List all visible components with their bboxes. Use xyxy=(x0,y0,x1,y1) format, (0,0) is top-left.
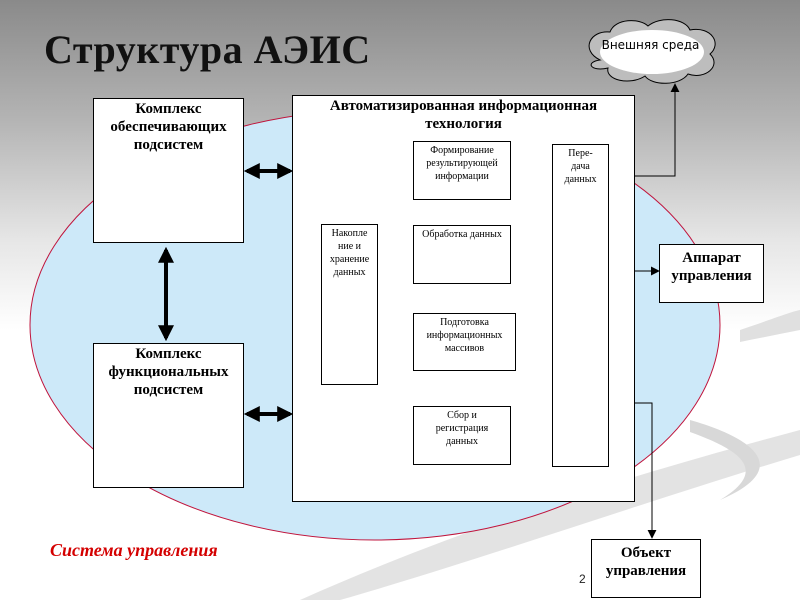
result-forming-label: Формирование результирующей информации xyxy=(426,145,498,182)
processing-label: Обработка данных xyxy=(422,229,502,240)
page-title: Структура АЭИС xyxy=(44,27,371,72)
control-system-caption: Система управления xyxy=(50,540,218,560)
preparation-label: Подготовка информационных массивов xyxy=(426,317,503,354)
transfer-block: Пере- дача данных xyxy=(552,144,609,467)
functional-subsystems-label: Комплекс функциональных подсистем xyxy=(108,346,229,398)
functional-subsystems-block: Комплекс функциональных подсистем xyxy=(93,343,244,488)
storage-block: Накопле ние и хранение данных xyxy=(321,224,378,385)
processing-block: Обработка данных xyxy=(413,225,511,284)
support-subsystems-label: Комплекс обеспечивающих подсистем xyxy=(110,101,227,153)
decorative-swoosh xyxy=(690,420,760,500)
collection-block: Сбор и регистрация данных xyxy=(413,406,511,465)
control-apparatus-label: Аппарат управления xyxy=(671,250,752,284)
control-object-block: Объект управления xyxy=(591,539,701,598)
result-forming-block: Формирование результирующей информации xyxy=(413,141,511,200)
transfer-label: Пере- дача данных xyxy=(564,148,597,185)
ait-label: Автоматизированная информационная технол… xyxy=(329,98,598,132)
support-subsystems-block: Комплекс обеспечивающих подсистем xyxy=(93,98,244,243)
control-apparatus-block: Аппарат управления xyxy=(659,244,764,303)
external-environment-label: Внешняя среда xyxy=(601,38,700,52)
page-number: 2 xyxy=(579,572,586,586)
storage-label: Накопле ние и хранение данных xyxy=(329,228,370,278)
cloud-icon xyxy=(588,19,716,84)
decorative-swoosh xyxy=(740,310,800,342)
control-object-label: Объект управления xyxy=(605,545,687,579)
decorative-swoosh xyxy=(300,430,800,600)
preparation-block: Подготовка информационных массивов xyxy=(413,313,516,371)
collection-label: Сбор и регистрация данных xyxy=(435,410,489,447)
